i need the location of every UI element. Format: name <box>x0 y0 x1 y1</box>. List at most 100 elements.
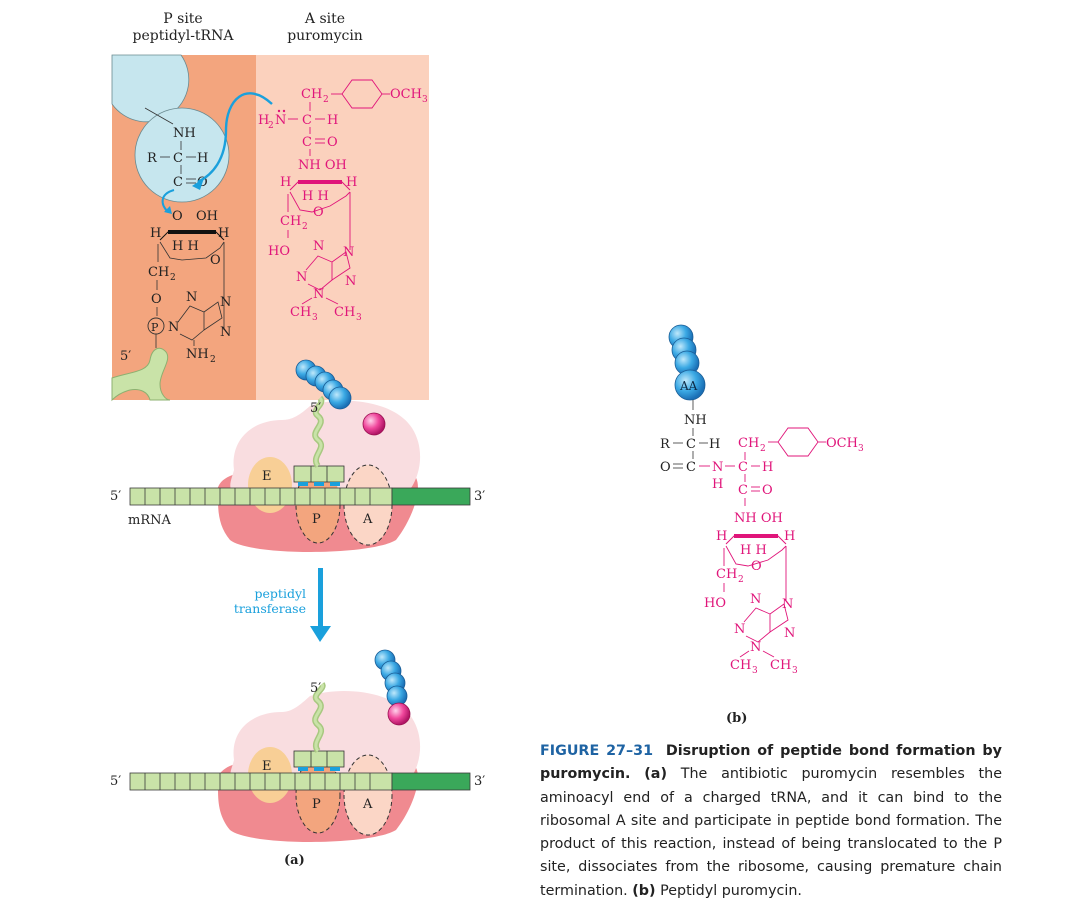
chem-hh: H H <box>172 239 199 254</box>
puro-n5: N <box>313 287 324 302</box>
puromycin-ball-top <box>362 412 386 436</box>
b-c3: C <box>738 460 748 475</box>
puro-o: O <box>327 135 338 150</box>
puro-ch2: CH <box>301 87 322 102</box>
b-ch3-left: CH <box>730 658 751 673</box>
reaction-arrow-shaft <box>318 568 323 628</box>
b-c2: C <box>686 460 696 475</box>
b-ch3-left-sub: 3 <box>752 666 758 676</box>
caption-part-b-label: (b) <box>632 882 656 899</box>
chem-nh: NH <box>173 126 196 141</box>
puro-n4: N <box>345 274 356 289</box>
chem-o-ribose: O <box>172 209 183 224</box>
chem-h-right: H <box>218 226 229 241</box>
a-site-label: A site <box>304 11 345 27</box>
mrna-label: mRNA <box>128 513 171 528</box>
b-ho: HO <box>704 596 726 611</box>
reaction-arrow-head <box>310 626 331 642</box>
chem-c: C <box>173 151 183 166</box>
five-prime-top: 5′ <box>120 349 131 364</box>
trna-five-prime-bottom: 5′ <box>310 681 321 696</box>
puro-ch2b-sub: 2 <box>302 222 308 232</box>
chem-n2: N <box>186 290 197 305</box>
p-site-sublabel: peptidyl-tRNA <box>133 28 235 44</box>
chem-c2: C <box>173 175 183 190</box>
b-och3-sub: 3 <box>858 444 864 454</box>
b-ch3-right: CH <box>770 658 791 673</box>
b-ch3-right-sub: 3 <box>792 666 798 676</box>
aa-label: AA <box>679 379 698 393</box>
puro-h2n: H <box>258 113 269 128</box>
trna-p-site-bottom <box>293 682 345 771</box>
b-o-ring: O <box>751 559 762 574</box>
chem-h-left: H <box>150 226 161 241</box>
figure-caption: FIGURE 27–31 Disruption of peptide bond … <box>540 740 1002 903</box>
b-hh: H H <box>740 543 767 558</box>
puro-n: N <box>275 113 286 128</box>
mrna-five-prime-bottom: 5′ <box>110 774 121 789</box>
figure-number: FIGURE 27–31 <box>540 743 654 759</box>
b-n3: N <box>734 622 745 637</box>
b-n1: N <box>750 592 761 607</box>
peptidyl-puromycin-chain <box>374 649 411 726</box>
chem-n1: N <box>168 320 179 335</box>
b-n4: N <box>784 626 795 641</box>
chem-sub2: 2 <box>170 273 176 283</box>
b-ch2b: CH <box>716 567 737 582</box>
peptide-chain-top <box>295 359 352 410</box>
site-e-label-top: E <box>262 469 272 484</box>
chem-h: H <box>197 151 208 166</box>
b-h-left: H <box>716 529 727 544</box>
chem-n4: N <box>220 325 231 340</box>
puro-n1: N <box>313 239 324 254</box>
b-nhoh: NH OH <box>734 511 783 526</box>
site-p-label-top: P <box>312 512 321 527</box>
puro-och3: OCH <box>390 87 422 102</box>
puro-ch3-right: CH <box>334 305 355 320</box>
site-a-label-top: A <box>362 512 373 527</box>
mrna-strand-bottom <box>129 772 471 791</box>
mrna-three-prime-bottom: 3′ <box>474 774 485 789</box>
puro-ch2-sub: 2 <box>323 95 329 105</box>
puro-h-left: H <box>280 175 291 190</box>
b-ch2-sub: 2 <box>760 444 766 454</box>
chem-n3: N <box>220 295 231 310</box>
site-e-label-bottom: E <box>262 759 272 774</box>
b-ch2: CH <box>738 436 759 451</box>
enzyme-label-line2: transferase <box>234 601 306 616</box>
chem-nh2: NH <box>186 347 209 362</box>
chem-o-link: O <box>151 292 162 307</box>
b-n-h: H <box>712 477 723 492</box>
peptidyl-trna-structure: NH R C H C O O OH H H H H O CH 2 O P 5 <box>120 107 231 365</box>
b-n5: N <box>750 640 761 655</box>
a-site-sublabel: puromycin <box>287 28 363 44</box>
chem-r: R <box>147 151 158 166</box>
caption-part-a-label: (a) <box>644 766 667 783</box>
chem-p: P <box>151 321 159 334</box>
b-c4: C <box>738 483 748 498</box>
b-nh: NH <box>684 413 707 428</box>
puro-ch3-left-sub: 3 <box>312 313 318 323</box>
puro-ch3-right-sub: 3 <box>356 313 362 323</box>
b-h2: H <box>762 460 773 475</box>
trna-tail <box>111 347 171 402</box>
panel-a-label: (a) <box>284 853 305 868</box>
puro-n3: N <box>296 270 307 285</box>
mrna-three-prime-top: 3′ <box>474 489 485 504</box>
puro-nhoh: NH OH <box>298 158 347 173</box>
attack-arrow <box>197 92 273 184</box>
p-site-label: P site <box>163 11 202 27</box>
puro-och3-sub: 3 <box>422 95 428 105</box>
b-o2: O <box>762 483 773 498</box>
puro-o-ring: O <box>313 205 324 220</box>
site-a-label-bottom: A <box>362 797 373 812</box>
trna-five-prime-top: 5′ <box>310 401 321 416</box>
b-n2: N <box>782 597 793 612</box>
enzyme-label-line1: peptidyl <box>255 586 306 601</box>
b-o: O <box>660 460 671 475</box>
puromycin-structure: CH 2 OCH 3 H 2 N C H C O NH OH H H H H O… <box>258 79 428 323</box>
puro-n2: N <box>343 245 354 260</box>
figure-title: Disruption of peptide bond formation by … <box>540 743 1002 783</box>
b-och3: OCH <box>826 436 858 451</box>
